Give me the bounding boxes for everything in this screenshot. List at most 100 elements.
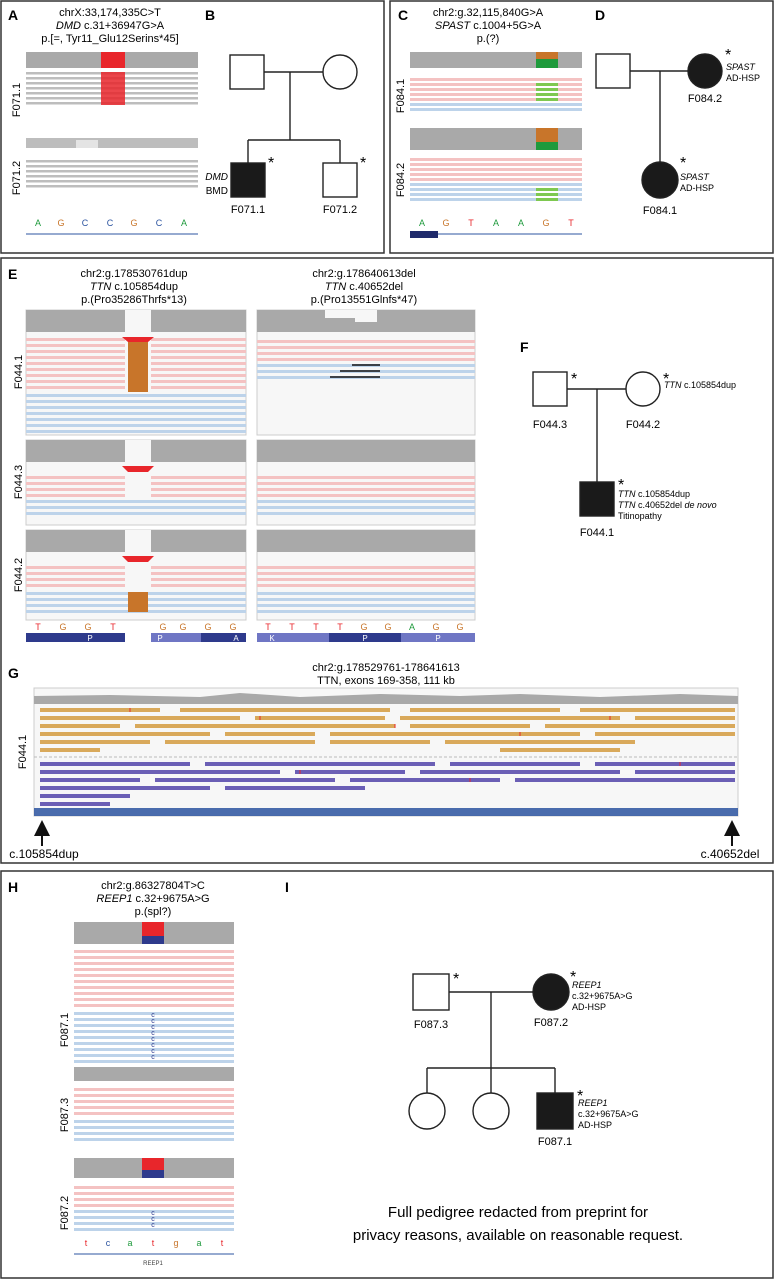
mother-symbol	[625, 371, 661, 407]
father-symbol	[532, 371, 568, 407]
base: a	[127, 1238, 132, 1248]
sample-label-f084-1: F084.1	[395, 79, 407, 113]
base: T	[468, 218, 474, 228]
panel-e-right-title-2: TTN c.40652del	[325, 281, 403, 293]
amino-acid: P	[157, 634, 162, 643]
panel-g-title-1: chr2:g.178529761-178641613	[312, 662, 459, 674]
gene-label: REEP1	[143, 1261, 163, 1267]
exon-track	[34, 808, 738, 816]
sample-label-f044-1: F044.1	[17, 735, 29, 769]
affected-son-symbol	[230, 162, 266, 198]
panel-e-letter: E	[8, 266, 17, 282]
base: A	[35, 218, 41, 228]
base: T	[110, 622, 116, 632]
sample-label-f044-1: F044.1	[13, 355, 25, 389]
panel-a-title-2: DMD c.31+36947G>A	[56, 20, 165, 32]
panel-d-letter: D	[595, 7, 605, 23]
base: A	[181, 218, 187, 228]
mother-symbol	[322, 54, 358, 90]
tested-star: *	[618, 477, 624, 494]
child-phenotype: AD-HSP	[578, 1120, 612, 1130]
long-read-view	[33, 687, 739, 817]
panel-e-right-title-3: p.(Pro13551Glnfs*47)	[311, 294, 417, 306]
svg-text:c: c	[151, 1036, 155, 1043]
daughter-symbol	[472, 1092, 510, 1130]
sample-label-f087-1: F087.1	[59, 1013, 71, 1047]
sample-label-f044-3: F044.3	[13, 465, 25, 499]
base: G	[384, 622, 391, 632]
child-variant: c.32+9675A>G	[578, 1109, 639, 1119]
id-f071-2: F071.2	[323, 204, 357, 216]
id-f087-1: F087.1	[538, 1136, 572, 1148]
reference-bases: A G C C G C A	[35, 218, 187, 228]
base: T	[265, 622, 271, 632]
base: G	[59, 622, 66, 632]
id-f084-1: F084.1	[643, 205, 677, 217]
read-stack-f071-1	[26, 72, 198, 105]
amino-acid: P	[362, 634, 367, 643]
svg-text:c: c	[151, 1042, 155, 1049]
read-stack-f087-3	[74, 1088, 234, 1141]
mother-variant: c.32+9675A>G	[572, 991, 633, 1001]
base: t	[85, 1238, 88, 1248]
igv-right-f044-2	[256, 529, 476, 621]
panel-i: I * F087.3 * REEP1 c.32+9675A>G AD-HSP F…	[285, 879, 683, 1244]
reference-bases: t c a t g a t	[85, 1238, 224, 1248]
base: A	[409, 622, 415, 632]
affected-mother-symbol	[687, 53, 723, 89]
tan-reads	[40, 708, 735, 752]
panel-c: C chr2:g.32,115,840G>A SPAST c.1004+5G>A…	[395, 7, 582, 238]
base: G	[360, 622, 367, 632]
child-variant-1: TTN c.105854dup	[618, 489, 690, 499]
read-stack-f087-1	[74, 950, 234, 1063]
base: A	[419, 218, 425, 228]
panel-a-title-1: chrX:33,174,335C>T	[59, 7, 161, 19]
panel-c-title-1: chr2:g.32,115,840G>A	[433, 7, 544, 19]
panel-h: H chr2:g.86327804T>C REEP1 c.32+9675A>G …	[8, 879, 234, 1267]
base: T	[289, 622, 295, 632]
panel-a: A chrX:33,174,335C>T DMD c.31+36947G>A p…	[8, 7, 198, 235]
base: G	[432, 622, 439, 632]
tested-star: *	[725, 47, 731, 64]
mother-phenotype: AD-HSP	[726, 73, 760, 83]
coverage-track-2	[26, 138, 198, 148]
daughter-symbol	[408, 1092, 446, 1130]
c-marks-f087-1: c c c c c c c c	[151, 1012, 155, 1061]
sample-label-f071-2: F071.2	[11, 161, 23, 195]
redaction-note-line-1: Full pedigree redacted from preprint for	[388, 1204, 648, 1221]
base: C	[107, 218, 114, 228]
base: C	[82, 218, 89, 228]
panel-e-right-title-1: chr2:g.178640613del	[312, 268, 415, 280]
id-f087-3: F087.3	[414, 1019, 448, 1031]
igv-left-f044-2	[25, 529, 247, 621]
panel-h-letter: H	[8, 879, 18, 895]
purple-reads	[40, 762, 735, 806]
left-aa-track: P P A	[26, 633, 246, 643]
panel-e-left-title-1: chr2:g.178530761dup	[80, 268, 187, 280]
panel-d: D * SPAST AD-HSP F084.2 * SPAST AD-HSP F…	[595, 7, 760, 217]
amino-acid: K	[269, 634, 275, 643]
base: A	[518, 218, 524, 228]
svg-text:c: c	[151, 1048, 155, 1055]
right-reference-bases: T T T T G G A G G	[265, 622, 463, 632]
id-f044-2: F044.2	[626, 419, 660, 431]
panel-c-title-3: p.(?)	[477, 33, 500, 45]
panel-h-title-1: chr2:g.86327804T>C	[101, 880, 205, 892]
base: G	[456, 622, 463, 632]
read-stack-f084-2	[410, 158, 582, 201]
panel-a-letter: A	[8, 7, 18, 23]
igv-left-f044-1	[25, 309, 247, 436]
svg-text:c: c	[151, 1030, 155, 1037]
panel-b: B * * DMD BMD F071.1 F071.2	[205, 7, 366, 216]
father-symbol	[412, 973, 450, 1011]
svg-text:c: c	[151, 1222, 155, 1229]
affected-gene: DMD	[205, 172, 228, 183]
base: c	[106, 1238, 111, 1248]
panel-ab-frame	[0, 0, 385, 254]
mother-phenotype: AD-HSP	[572, 1002, 606, 1012]
reference-bases: A G T A A G T	[419, 218, 574, 228]
base: T	[337, 622, 343, 632]
child-gene: REEP1	[578, 1098, 608, 1108]
igv-left-f044-3	[25, 439, 247, 526]
